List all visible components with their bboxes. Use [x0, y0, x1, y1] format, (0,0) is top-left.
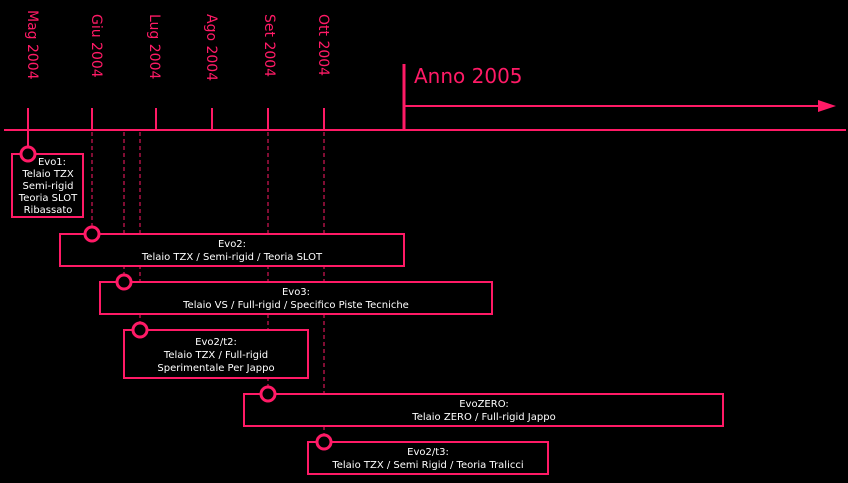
- version-detail: Telaio TZX / Full-rigid: [163, 350, 268, 361]
- milestone-marker: [259, 385, 277, 403]
- milestone-marker: [115, 273, 133, 291]
- version-detail: Telaio VS / Full-rigid / Specifico Piste…: [182, 300, 409, 311]
- version-box-evo3: Evo3: Telaio VS / Full-rigid / Specifico…: [99, 273, 493, 315]
- milestone-marker: [19, 145, 37, 163]
- version-detail: Ribassato: [24, 205, 73, 216]
- version-detail: Telaio TZX / Semi Rigid / Teoria Tralicc…: [331, 460, 523, 471]
- month-label-mag: Mag 2004: [24, 10, 40, 80]
- version-title: EvoZERO:: [459, 399, 509, 410]
- year-label: Anno 2005: [414, 64, 523, 88]
- version-title: Evo3:: [282, 287, 310, 298]
- version-title: Evo2/t3:: [407, 447, 449, 458]
- month-label-ago: Ago 2004: [203, 14, 219, 81]
- version-title: Evo1:: [38, 157, 66, 168]
- version-detail: Telaio ZERO / Full-rigid Jappo: [411, 412, 555, 423]
- version-box-evozero: EvoZERO: Telaio ZERO / Full-rigid Jappo: [243, 385, 724, 427]
- version-box-evo2-t3: Evo2/t3: Telaio TZX / Semi Rigid / Teori…: [307, 433, 549, 475]
- version-detail: Sperimentale Per Jappo: [157, 363, 274, 374]
- version-detail: Telaio TZX / Semi-rigid / Teoria SLOT: [141, 252, 323, 263]
- milestone-marker: [83, 225, 101, 243]
- month-label-giu: Giu 2004: [88, 14, 104, 78]
- milestone-marker: [315, 433, 333, 451]
- version-box-evo2: Evo2: Telaio TZX / Semi-rigid / Teoria S…: [59, 225, 405, 267]
- version-box-evo1: Evo1: Telaio TZX Semi-rigid Teoria SLOT …: [11, 130, 84, 218]
- version-detail: Teoria SLOT: [18, 193, 78, 204]
- month-label-set: Set 2004: [261, 14, 277, 77]
- arrow-head-icon: [818, 100, 836, 112]
- month-label-ott: Ott 2004: [315, 14, 331, 76]
- version-detail: Semi-rigid: [23, 181, 74, 192]
- version-title: Evo2/t2:: [195, 337, 237, 348]
- version-detail: Telaio TZX: [21, 169, 74, 180]
- version-title: Evo2:: [218, 239, 246, 250]
- milestone-marker: [131, 321, 149, 339]
- month-label-lug: Lug 2004: [146, 14, 162, 79]
- version-box-evo2-t2: Evo2/t2: Telaio TZX / Full-rigid Sperime…: [123, 321, 309, 379]
